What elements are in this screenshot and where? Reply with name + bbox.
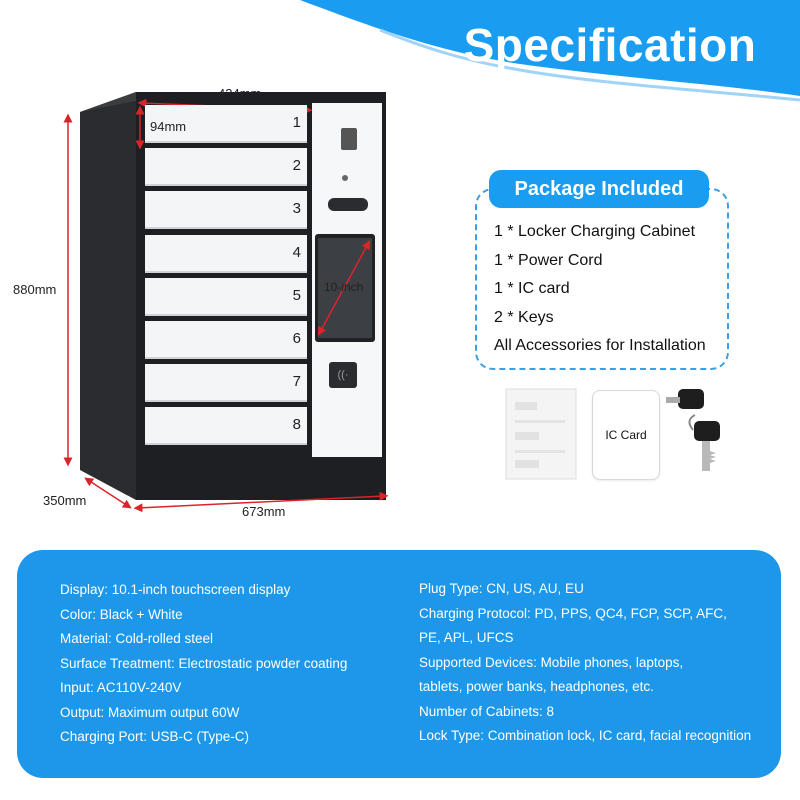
dim-width-top: 434mm [218, 86, 262, 101]
drawer-3: 3 [145, 191, 307, 230]
spec-color: Color: Black + White [60, 606, 183, 622]
card-reader-icon: ((· [337, 369, 349, 381]
specification-panel [17, 550, 781, 778]
drawer-7: 7 [145, 364, 307, 403]
list-item: 1 * IC card [494, 280, 570, 297]
spec-output: Output: Maximum output 60W [60, 704, 240, 720]
spec-protocol: Charging Protocol: PD, PPS, QC4, FCP, SC… [419, 605, 727, 621]
spec-material: Material: Cold-rolled steel [60, 631, 214, 646]
drawer-number: 1 [292, 114, 301, 131]
drawer-2: 2 [145, 148, 307, 187]
drawer-4: 4 [145, 234, 307, 273]
spec-surface: Surface Treatment: Electrostatic powder … [60, 655, 348, 671]
drawer-number: 6 [292, 330, 301, 347]
list-item: 1 * Locker Charging Cabinet [494, 223, 696, 240]
drawer-5: 5 [145, 277, 307, 316]
dim-depth: 350mm [43, 493, 87, 508]
drawer-number: 2 [292, 157, 301, 175]
page-title: Specification [463, 19, 757, 71]
list-item: 1 * Power Cord [494, 251, 603, 269]
spec-devices-cont: tablets, power banks, headphones, etc. [419, 679, 654, 694]
list-item: 2 * Keys [494, 308, 554, 326]
list-item: All Accessories for Installation [494, 337, 706, 354]
drawer-number: 5 [292, 286, 301, 304]
package-heading: Package Included [489, 170, 709, 208]
keys-icon [666, 389, 720, 471]
spec-protocol-cont: PE, APL, UFCS [419, 630, 514, 645]
drawer-number: 3 [292, 200, 301, 218]
ic-card-image: IC Card [592, 390, 660, 480]
header-banner [300, 0, 800, 102]
drawer-number: 7 [292, 373, 301, 391]
dim-height: 880mm [13, 282, 57, 297]
specs-left-list: Display: 10.1-inch touchscreen display C… [60, 578, 347, 750]
spec-plug-type: Plug Type: CN, US, AU, EU [419, 581, 584, 596]
key-lock-icon [343, 130, 353, 148]
drawer-8: 8 [145, 407, 307, 446]
drawer-number: 8 [292, 416, 301, 434]
specs-right-list: Plug Type: CN, US, AU, EU Charging Proto… [419, 577, 751, 749]
drawer-6: 6 [145, 321, 307, 359]
drawer-number: 4 [292, 243, 301, 261]
dim-width-bottom: 673mm [242, 504, 286, 519]
camera-icon [340, 173, 350, 183]
spec-charging-port: Charging Port: USB-C (Type-C) [60, 729, 250, 744]
drawer-1: 1 [145, 105, 307, 143]
ic-card-label: IC Card [605, 428, 647, 442]
package-list: 1 * Locker Charging Cabinet 1 * Power Co… [494, 220, 706, 363]
spec-lock-type: Lock Type: Combination lock, IC card, fa… [419, 728, 752, 743]
manual-sheet-image [505, 388, 577, 480]
dim-drawer-height: 94mm [150, 119, 187, 134]
spec-cabinets: Number of Cabinets: 8 [419, 703, 555, 719]
dim-screen-size: 10-inch [324, 280, 364, 294]
spec-display: Display: 10.1-inch touchscreen display [60, 582, 291, 597]
spec-devices: Supported Devices: Mobile phones, laptop… [419, 654, 684, 670]
spec-input: Input: AC110V-240V [60, 680, 182, 695]
